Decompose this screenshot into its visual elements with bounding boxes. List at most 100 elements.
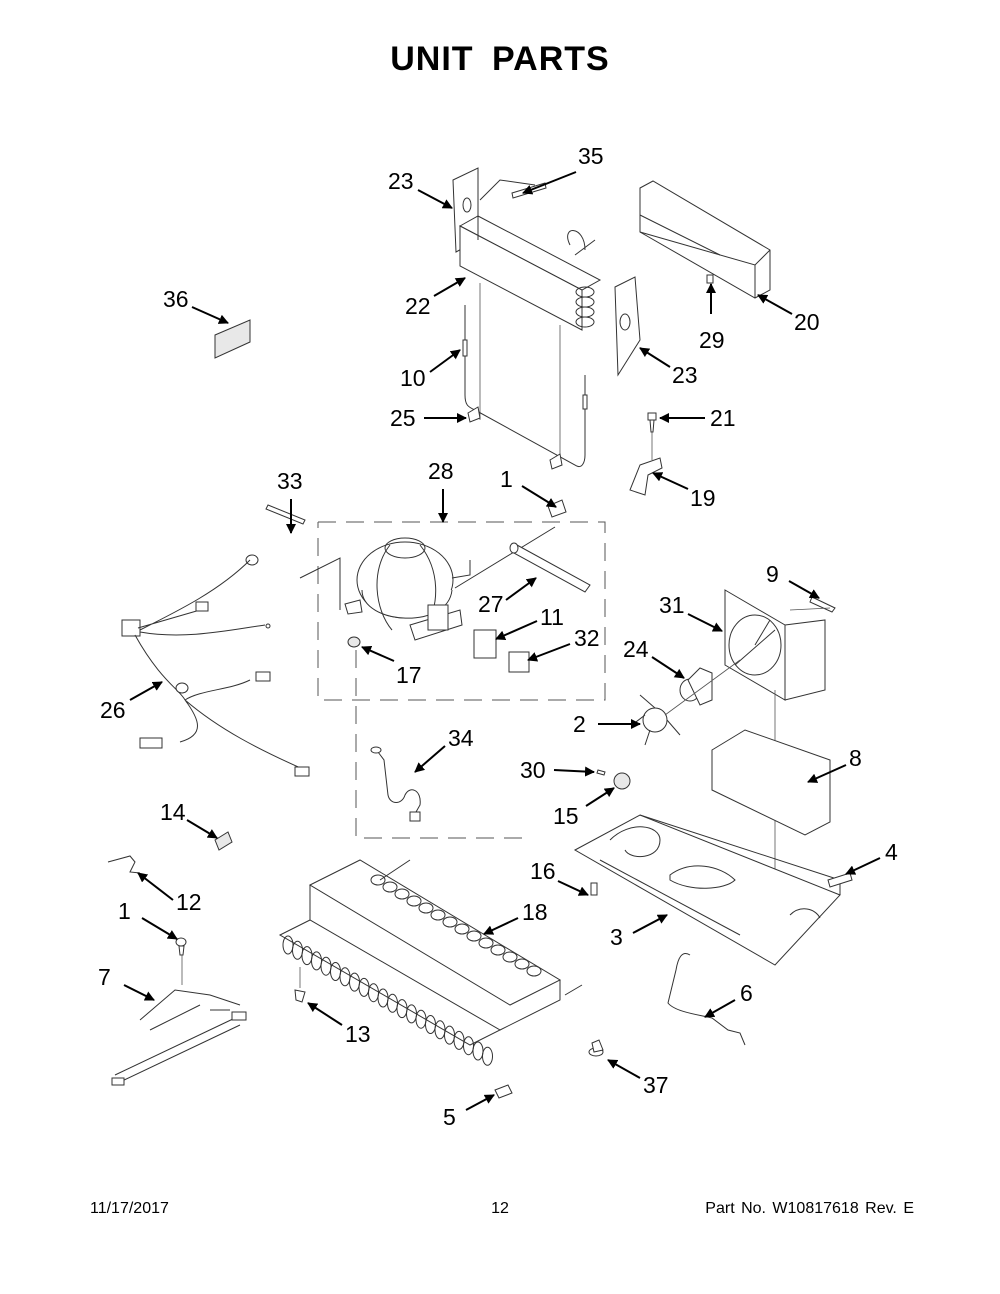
callout-screw: 21	[659, 405, 736, 431]
part-screw-16	[590, 882, 598, 896]
part-grommet-15	[613, 772, 631, 790]
callout-compressor-kit: 28	[428, 458, 454, 523]
callout-condenser-fan-motor: 24	[623, 636, 685, 679]
part-screw-bottom	[175, 937, 187, 985]
callout-drier: 27	[478, 577, 537, 617]
callout-fan-shroud: 31	[659, 592, 723, 632]
callout-wire-harness-small: 7	[98, 964, 155, 1001]
part-condenser-clip	[294, 989, 306, 1003]
callout-screw-rear: 4	[845, 839, 898, 875]
footer-part-number: Part No. W10817618 Rev. E	[705, 1200, 914, 1217]
part-screw-4	[827, 872, 853, 888]
callout-label: 21	[710, 405, 736, 431]
callout-relay-cover: 32	[527, 625, 600, 662]
part-base-pan	[573, 814, 841, 966]
callout-arrow	[495, 620, 538, 640]
callout-arrow	[141, 917, 178, 940]
callout-power-cord: 34	[414, 725, 474, 773]
callout-sensor: 10	[400, 349, 461, 391]
part-grommet	[347, 636, 361, 648]
callout-arrow	[417, 189, 453, 209]
callout-label: 3	[610, 924, 623, 950]
condenser-coil	[442, 916, 458, 928]
callout-arrow	[687, 613, 723, 632]
callout-condenser: 18	[483, 899, 548, 935]
callout-arrow	[807, 764, 847, 783]
callout-label: 37	[643, 1072, 669, 1098]
callout-label: 25	[390, 405, 416, 431]
callout-label: 19	[690, 485, 716, 511]
callout-arrow	[521, 485, 557, 508]
condenser-coil	[454, 923, 470, 935]
callout-label: 16	[530, 858, 556, 884]
callout-label: 36	[163, 286, 189, 312]
callout-label: 27	[478, 591, 504, 617]
callout-arrow	[652, 472, 689, 490]
condenser-coil	[514, 958, 530, 970]
callout-label: 1	[118, 898, 131, 924]
callout-grommet: 17	[361, 646, 422, 688]
part-relay-cover	[508, 651, 530, 673]
callout-arrow	[651, 656, 685, 679]
callout-arrow	[433, 277, 466, 297]
callout-label: 23	[388, 168, 414, 194]
footer-page-number: 12	[491, 1200, 509, 1217]
callout-label: 24	[623, 636, 649, 662]
callout-label: 29	[699, 327, 725, 353]
callout-label: 6	[740, 980, 753, 1006]
part-spacer-14	[214, 831, 233, 851]
callout-label: 31	[659, 592, 685, 618]
callout-label: 8	[849, 745, 862, 771]
part-strap	[265, 504, 306, 525]
part-bracket-19	[629, 457, 663, 496]
callout-screw-base: 16	[530, 858, 589, 896]
callout-evaporator-side-bracket-right: 23	[639, 347, 698, 388]
callout-arrow	[414, 745, 446, 773]
callout-clip-push: 37	[607, 1059, 669, 1098]
part-wire-harness	[121, 554, 310, 777]
part-drier	[509, 542, 591, 593]
callout-arrow	[607, 1059, 641, 1079]
condenser-coil	[490, 944, 506, 956]
callout-label: 13	[345, 1021, 371, 1047]
callout-label: 1	[500, 466, 513, 492]
callout-arrow	[186, 819, 218, 839]
part-evaporator-cover	[639, 180, 771, 299]
callout-arrow	[639, 347, 671, 368]
page-title: UNIT PARTS	[390, 40, 610, 78]
callout-base-pan: 3	[610, 914, 668, 950]
callout-label: 23	[672, 362, 698, 388]
part-sensor-tube	[462, 305, 588, 470]
part-screw-9	[809, 596, 836, 613]
callout-arrow	[788, 580, 820, 599]
callout-arrow	[483, 917, 519, 935]
part-fan-shroud	[724, 589, 826, 701]
part-harness-7	[111, 989, 247, 1086]
footer-date: 11/17/2017	[90, 1200, 169, 1217]
callout-evaporator: 22	[405, 277, 466, 319]
callout-arrow	[307, 1002, 343, 1026]
callout-arrow	[845, 857, 881, 875]
condenser-coil	[394, 888, 410, 900]
condenser-coil	[430, 909, 446, 921]
callout-label: 10	[400, 365, 426, 391]
part-bracket-right	[614, 276, 641, 377]
callout-arrow	[129, 681, 163, 701]
part-screw-21	[647, 412, 657, 460]
callout-screw-bottom: 1	[118, 898, 178, 940]
callout-arrow	[632, 914, 668, 934]
part-drain-tube	[667, 953, 746, 1046]
callout-arrow	[757, 294, 793, 315]
part-push-clip	[588, 1039, 604, 1057]
part-screw-top	[547, 499, 567, 518]
callout-arrow	[137, 872, 174, 901]
callout-arrow	[527, 643, 571, 662]
compressor-kit-leader	[355, 650, 530, 839]
condenser-coil	[482, 1046, 493, 1066]
callout-arrow	[191, 306, 229, 324]
part-condenser	[278, 859, 583, 1066]
callout-label: 32	[574, 625, 600, 651]
callout-pin: 30	[520, 757, 595, 783]
part-control-pad	[214, 319, 251, 359]
callout-label: 2	[573, 711, 586, 737]
